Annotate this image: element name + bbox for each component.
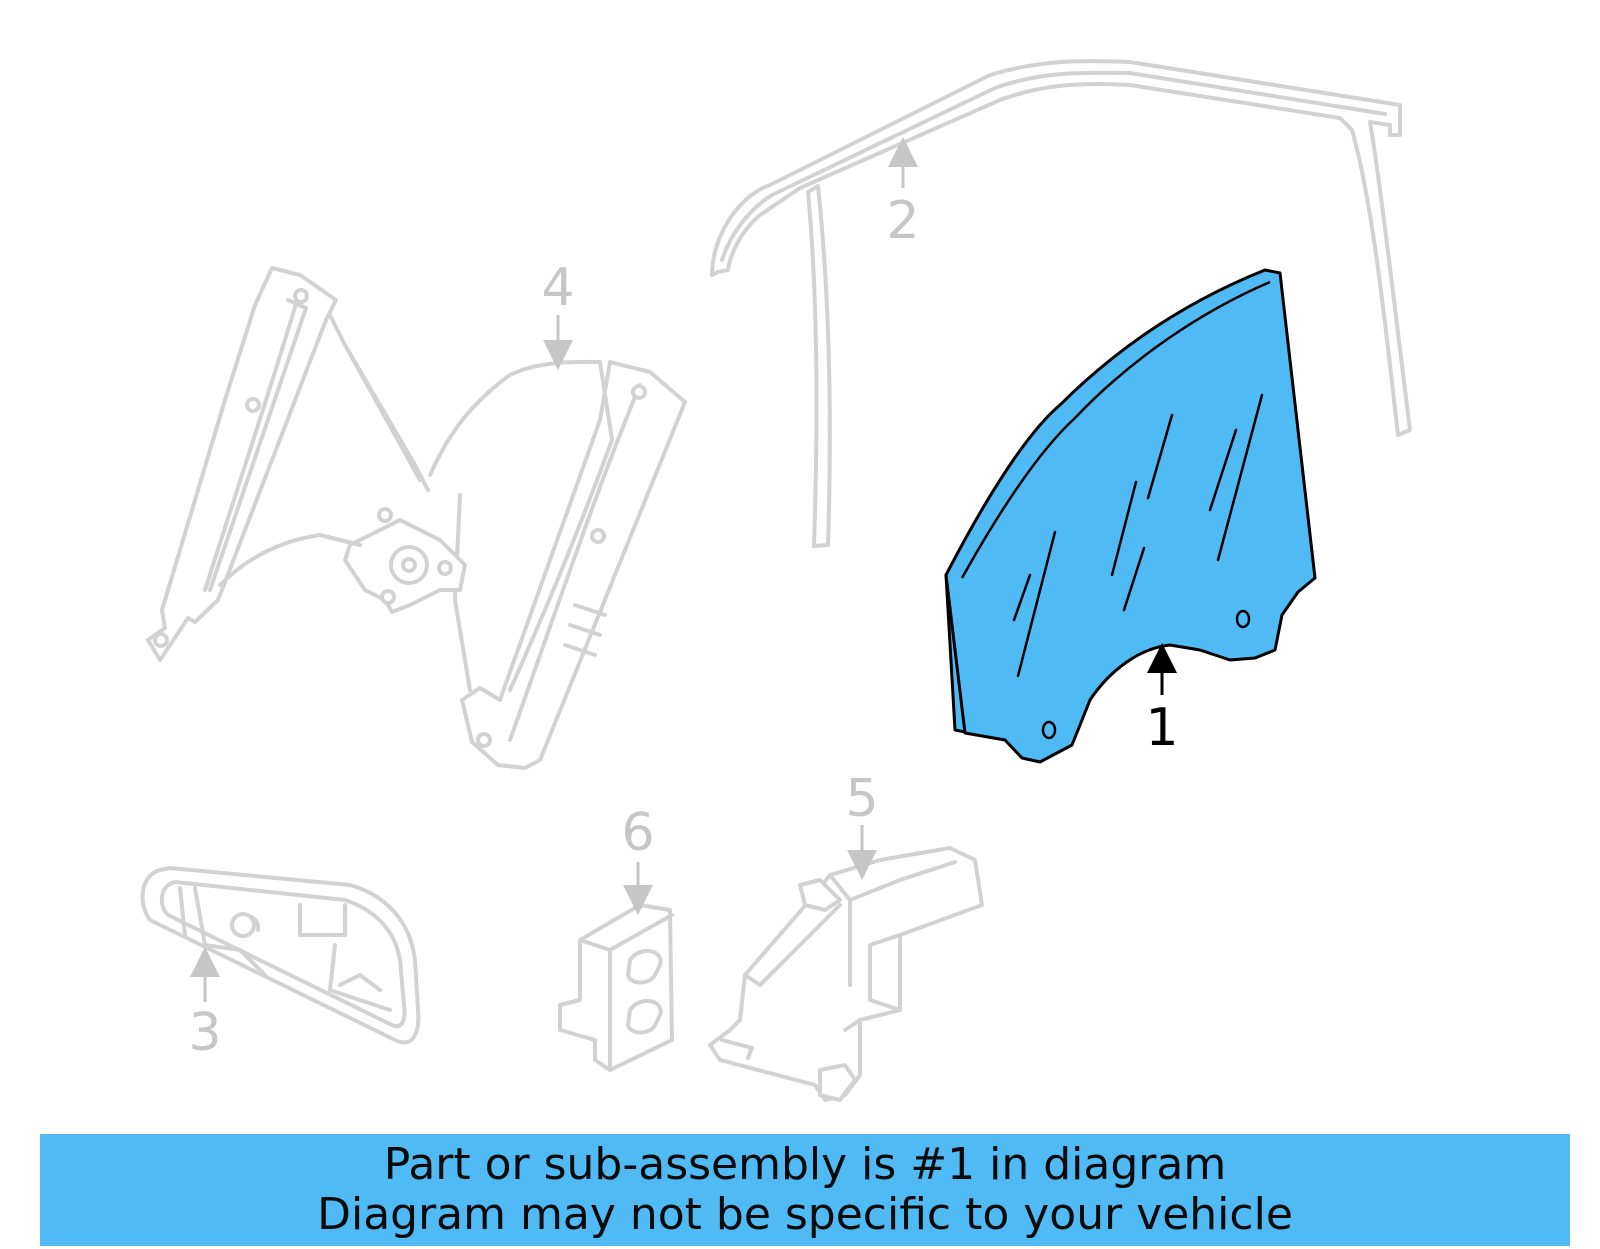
motor-edges xyxy=(743,860,957,1032)
regulator-lower-arc xyxy=(218,533,362,587)
part-2-door-frame xyxy=(710,59,1412,548)
regulator-right-rail-inner xyxy=(508,383,642,742)
regulator-pivot-center xyxy=(401,557,417,573)
rail-hole xyxy=(476,732,492,748)
rail-hole xyxy=(245,397,261,413)
callout-4: 4 xyxy=(541,258,574,318)
rail-hole xyxy=(631,384,647,400)
frame-left-rail xyxy=(806,184,832,548)
banner-line-1: Part or sub-assembly is #1 in diagram xyxy=(383,1139,1227,1190)
callout-6: 6 xyxy=(621,803,654,863)
part-1-door-glass xyxy=(944,268,1317,764)
trim-panel-outer xyxy=(140,866,421,1045)
switch-body xyxy=(558,903,674,1072)
pivot-hole xyxy=(380,589,396,605)
rail-hole xyxy=(590,528,606,544)
trim-panel-inner xyxy=(159,880,407,1029)
motor-gear-block xyxy=(798,878,842,912)
pivot-hole xyxy=(437,560,453,576)
switch-edges xyxy=(578,913,674,1072)
frame-inner-edge xyxy=(720,70,1387,262)
glass-reflection xyxy=(1012,393,1264,678)
regulator-left-rail-inner xyxy=(203,288,308,592)
callout-2: 2 xyxy=(886,191,919,251)
switch-button-2 xyxy=(626,999,663,1035)
frame-outer-edge xyxy=(710,59,1412,437)
regulator-arm xyxy=(428,359,614,692)
switch-button-1 xyxy=(626,949,663,985)
regulator-left-rail xyxy=(146,266,338,662)
callout-3: 3 xyxy=(188,1003,221,1063)
callout-5: 5 xyxy=(845,769,878,829)
regulator-teeth xyxy=(563,603,607,657)
rail-hole xyxy=(293,288,309,304)
glass-mount-hole xyxy=(1235,609,1251,629)
motor-clip xyxy=(720,1038,754,1060)
info-banner: Part or sub-assembly is #1 in diagram Di… xyxy=(40,1134,1570,1246)
motor-connector xyxy=(818,1063,857,1102)
banner-line-2: Diagram may not be specific to your vehi… xyxy=(317,1189,1293,1240)
glass-panel xyxy=(944,268,1317,764)
glass-mount-hole xyxy=(1041,720,1057,740)
rail-hole xyxy=(153,632,169,648)
parts-diagram: 2 4 3 6 5 1 xyxy=(140,59,1412,1102)
part-6-switch xyxy=(558,903,674,1072)
motor-housing xyxy=(708,846,984,1102)
pivot-hole xyxy=(377,507,393,523)
part-4-window-regulator xyxy=(146,266,687,770)
trim-panel-hole xyxy=(230,912,256,938)
part-5-window-motor xyxy=(708,846,984,1102)
callout-1: 1 xyxy=(1145,698,1178,758)
glass-top-trim xyxy=(960,280,1271,579)
part-3-trim-panel xyxy=(140,866,421,1045)
regulator-cable-arm xyxy=(328,313,430,492)
